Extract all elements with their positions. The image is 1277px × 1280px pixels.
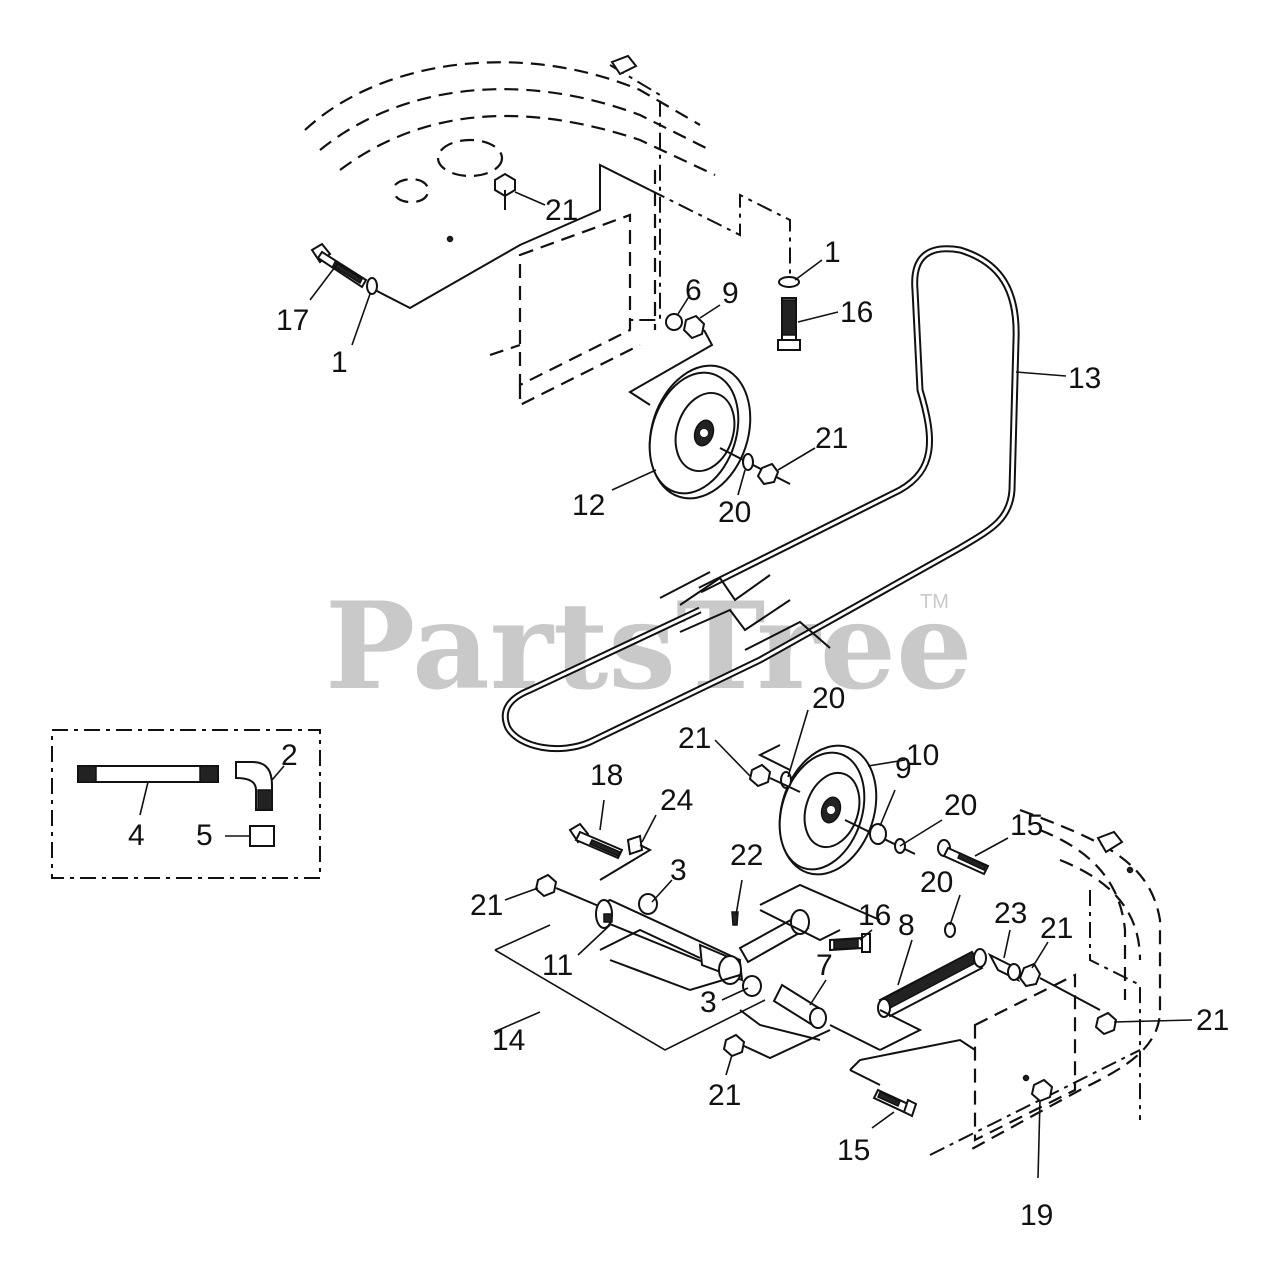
bracket-14 <box>494 924 766 1051</box>
callout-24: 24 <box>660 784 693 817</box>
callout-20: 20 <box>920 866 953 899</box>
callout-leaders <box>309 191 1193 1179</box>
upper-frame <box>304 54 791 407</box>
callout-21: 21 <box>678 722 711 755</box>
callout-10: 10 <box>906 739 939 772</box>
callout-1: 1 <box>331 346 348 379</box>
callout-22: 22 <box>730 839 763 872</box>
spacer-6-nut-9 <box>628 313 714 406</box>
callout-20: 20 <box>944 789 977 822</box>
callout-17: 17 <box>276 304 309 337</box>
callout-7: 7 <box>816 949 833 982</box>
inset-box <box>51 729 321 879</box>
callout-23: 23 <box>994 897 1027 930</box>
nut-21-washer-20-lower <box>748 763 801 793</box>
bolt-15-upper <box>937 839 990 876</box>
bolt-17 <box>310 242 378 295</box>
fitting-5 <box>225 825 275 847</box>
spring-8 <box>877 948 987 1051</box>
bolt-16-lower <box>829 933 871 953</box>
callout-21: 21 <box>1040 912 1073 945</box>
callout-1: 1 <box>824 236 841 269</box>
callout-3: 3 <box>670 854 687 887</box>
hose-4 <box>77 765 219 816</box>
callout-11: 11 <box>542 949 573 982</box>
callout-21: 21 <box>1196 1004 1229 1037</box>
nut-21-top <box>494 172 516 210</box>
callout-21: 21 <box>708 1079 741 1112</box>
pulley-12 <box>648 364 791 500</box>
pulley-10 <box>757 744 916 876</box>
callout-8: 8 <box>898 909 915 942</box>
elbow-2 <box>235 761 285 811</box>
spacer-7 <box>739 983 881 1051</box>
callout-20: 20 <box>718 496 751 529</box>
watermark-tm: TM <box>920 591 949 613</box>
bolt-15-lower <box>849 1038 976 1118</box>
callout-15: 15 <box>1010 809 1043 842</box>
callout-21: 21 <box>545 194 578 227</box>
nut-21-right <box>1094 1011 1118 1036</box>
bolt-18 <box>568 822 653 881</box>
nut-19 <box>1022 1074 1054 1103</box>
hardware-20-23-21 <box>944 922 1101 1011</box>
callout-21: 21 <box>815 422 848 455</box>
callout-2: 2 <box>281 739 298 772</box>
callout-4: 4 <box>128 819 145 852</box>
callout-21: 21 <box>470 889 503 922</box>
callout-9: 9 <box>722 277 739 310</box>
idler-arm-11 <box>595 883 881 997</box>
callout-16: 16 <box>858 899 891 932</box>
callout-15: 15 <box>837 1134 870 1167</box>
callout-14: 14 <box>492 1024 525 1057</box>
callout-13: 13 <box>1068 362 1101 395</box>
callout-labels: 21 1 16 17 1 6 9 13 21 12 20 20 21 10 2 … <box>128 194 1229 1232</box>
callout-3: 3 <box>700 986 717 1019</box>
bolt-16-upper <box>777 276 801 351</box>
belt-13 <box>501 245 1020 752</box>
callout-9: 9 <box>895 752 912 785</box>
callout-12: 12 <box>572 489 605 522</box>
callout-5: 5 <box>196 819 213 852</box>
callout-20: 20 <box>812 682 845 715</box>
callout-16: 16 <box>840 296 873 329</box>
nut-21-bottom <box>722 1029 831 1060</box>
callout-19: 19 <box>1020 1199 1053 1232</box>
callout-6: 6 <box>685 274 702 307</box>
callout-18: 18 <box>590 759 623 792</box>
lower-frame <box>929 808 1162 1156</box>
